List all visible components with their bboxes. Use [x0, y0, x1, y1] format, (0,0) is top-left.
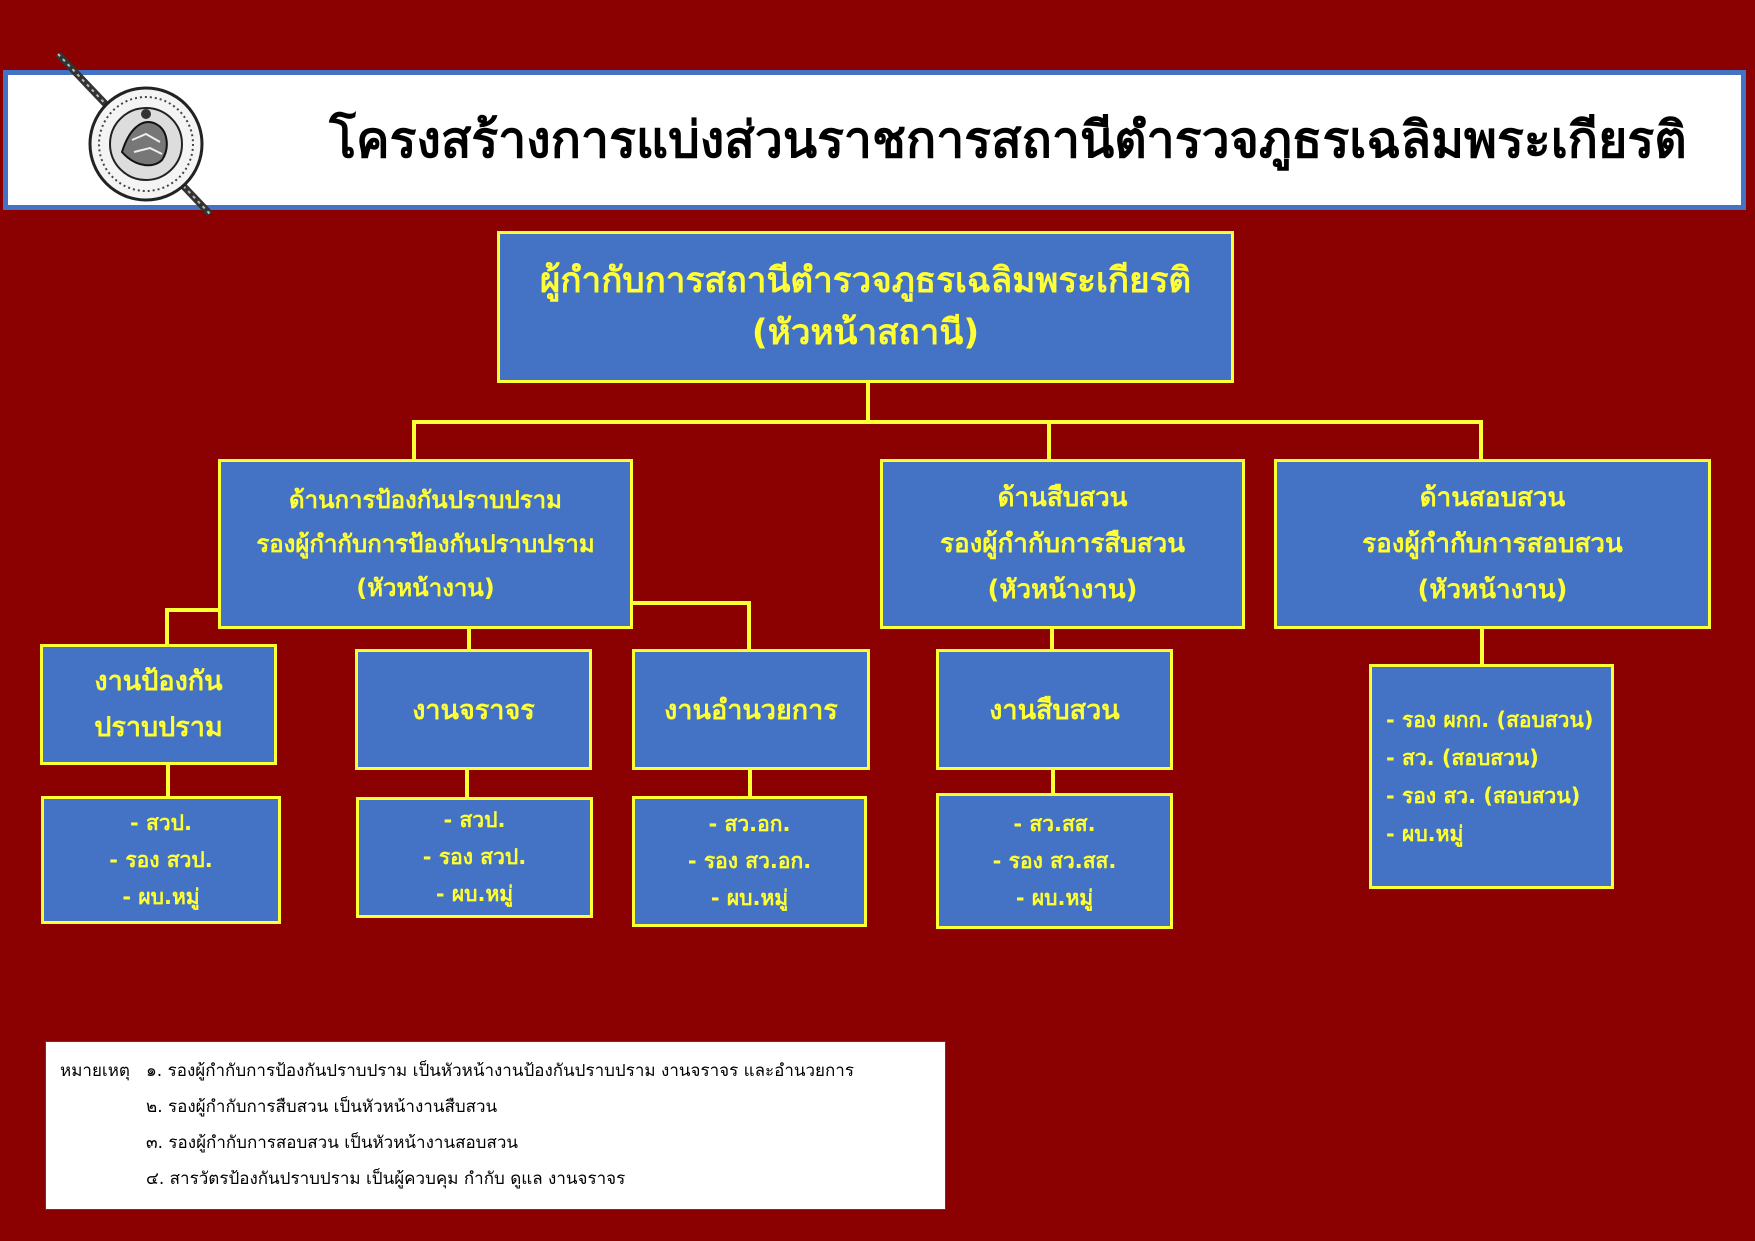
- page-title: โครงสร้างการแบ่งส่วนราชการสถานีตำรวจภูธร…: [329, 110, 1687, 169]
- division-investigation-deputy: รองผู้กำกับการสืบสวน: [939, 529, 1186, 559]
- staff-item: - สว.อก.: [708, 812, 791, 836]
- staff-investigation-box: - สว.สส. - รอง สว.สส. - ผบ.หมู่: [936, 793, 1173, 929]
- division-prevention-deputy: รองผู้กำกับการป้องกันปราบปราม: [256, 530, 595, 558]
- head-box: ผู้กำกับการสถานีตำรวจภูธรเฉลิมพระเกียรติ…: [497, 231, 1234, 383]
- unit-prevention-label-2: ปราบปราม: [94, 711, 223, 743]
- unit-admin-box: งานอำนวยการ: [632, 649, 870, 770]
- staff-item: - ผบ.หมู่: [1015, 885, 1094, 910]
- division-inquiry-role: (หัวหน้างาน): [1417, 575, 1568, 605]
- staff-admin-box: - สว.อก. - รอง สว.อก. - ผบ.หมู่: [632, 796, 867, 927]
- staff-item: - รอง สว.สส.: [992, 848, 1117, 873]
- division-inquiry-deputy: รองผู้กำกับการสอบสวน: [1362, 529, 1623, 559]
- unit-investigation-box: งานสืบสวน: [936, 649, 1173, 770]
- staff-item: - สว.สส.: [1013, 811, 1096, 836]
- staff-item: - สวป.: [443, 808, 506, 832]
- staff-traffic-box: - สวป. - รอง สวป. - ผบ.หมู่: [356, 797, 593, 918]
- staff-item: - สวป.: [130, 810, 192, 835]
- unit-prevention-box: งานป้องกัน ปราบปราม: [40, 644, 277, 765]
- unit-admin-label: งานอำนวยการ: [664, 695, 838, 726]
- division-prevention-label: ด้านการป้องกันปราบปราม: [289, 486, 562, 514]
- unit-traffic-box: งานจราจร: [355, 649, 592, 770]
- staff-item: - ผบ.หมู่: [435, 882, 514, 906]
- unit-traffic-label: งานจราจร: [412, 695, 535, 726]
- staff-item: - ผบ.หมู่: [710, 886, 789, 910]
- police-emblem-icon: [55, 51, 213, 217]
- staff-item: - รอง สว.อก.: [687, 849, 812, 873]
- staff-item: - รอง สวป.: [422, 845, 527, 869]
- division-investigation-role: (หัวหน้างาน): [987, 575, 1138, 605]
- note-item: ๒. รองผู้กำกับการสืบสวน เป็นหัวหน้างานสื…: [146, 1097, 498, 1117]
- division-inquiry-label: ด้านสอบสวน: [1419, 483, 1566, 513]
- title-bar: โครงสร้างการแบ่งส่วนราชการสถานีตำรวจภูธร…: [3, 70, 1746, 210]
- division-prevention-role: (หัวหน้างาน): [356, 574, 495, 602]
- note-item: ๔. สารวัตรป้องกันปราบปราม เป็นผู้ควบคุม …: [146, 1169, 626, 1189]
- staff-item: - รอง สว. (สอบสวน): [1386, 783, 1581, 808]
- staff-prevention-box: - สวป. - รอง สวป. - ผบ.หมู่: [41, 796, 281, 924]
- division-inquiry-box: ด้านสอบสวน รองผู้กำกับการสอบสวน (หัวหน้า…: [1274, 459, 1711, 629]
- division-investigation-label: ด้านสืบสวน: [997, 483, 1128, 513]
- notes-box: หมายเหตุ ๑. รองผู้กำกับการป้องกันปราบปรา…: [45, 1041, 946, 1210]
- staff-item: - ผบ.หมู่: [1386, 821, 1464, 846]
- unit-investigation-label: งานสืบสวน: [989, 695, 1120, 726]
- note-item: ๓. รองผู้กำกับการสอบสวน เป็นหัวหน้างานสอ…: [146, 1133, 518, 1153]
- staff-item: - รอง สวป.: [109, 847, 213, 872]
- division-investigation-box: ด้านสืบสวน รองผู้กำกับการสืบสวน (หัวหน้า…: [880, 459, 1245, 629]
- division-prevention-box: ด้านการป้องกันปราบปราม รองผู้กำกับการป้อ…: [218, 459, 633, 629]
- head-subtitle: (หัวหน้าสถานี): [751, 313, 980, 353]
- staff-inquiry-box: - รอง ผกก. (สอบสวน) - สว. (สอบสวน) - รอง…: [1369, 664, 1614, 889]
- head-title: ผู้กำกับการสถานีตำรวจภูธรเฉลิมพระเกียรติ: [539, 261, 1192, 301]
- unit-prevention-label-1: งานป้องกัน: [94, 665, 223, 697]
- staff-item: - รอง ผกก. (สอบสวน): [1386, 707, 1594, 732]
- notes-label: หมายเหตุ: [60, 1061, 130, 1081]
- staff-item: - สว. (สอบสวน): [1386, 745, 1539, 770]
- staff-item: - ผบ.หมู่: [122, 884, 200, 909]
- note-item: ๑. รองผู้กำกับการป้องกันปราบปราม เป็นหัว…: [146, 1061, 854, 1081]
